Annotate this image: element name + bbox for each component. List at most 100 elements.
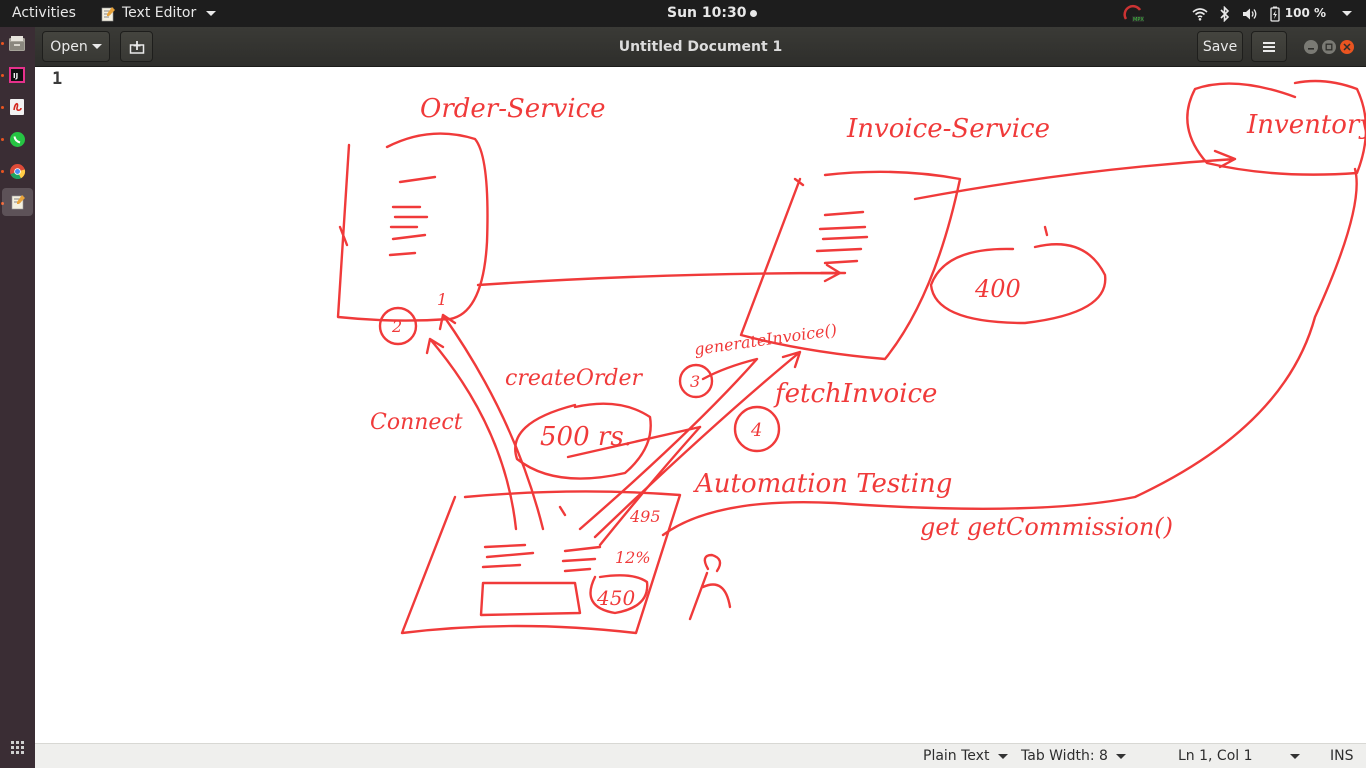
label-automation-testing: Automation Testing [693, 469, 952, 499]
circle-step-4 [733, 405, 781, 453]
arrow-order-to-invoice [476, 263, 842, 287]
label-step-1: 1 [437, 290, 447, 309]
label-get-commission: get getCommission() [920, 513, 1173, 541]
close-icon [1343, 43, 1351, 51]
minimize-button[interactable] [1304, 40, 1318, 54]
scribble-marks [338, 177, 1049, 517]
files-icon [9, 36, 25, 51]
battery-charging-icon [1270, 6, 1280, 22]
cursor-position-label: Ln 1, Col 1 [1178, 748, 1253, 764]
label-400: 400 [974, 275, 1021, 303]
dock-files[interactable] [6, 33, 28, 55]
language-selector[interactable]: Plain Text [923, 744, 1008, 768]
clock[interactable]: Sun 10:30 [667, 0, 758, 27]
arrow-fetch-invoice [593, 350, 802, 539]
client-box [400, 490, 682, 635]
show-applications-button[interactable] [11, 739, 24, 758]
close-button[interactable] [1340, 40, 1354, 54]
arrow-invoice-to-inventory [913, 149, 1237, 201]
inventory-ellipse [1186, 79, 1366, 176]
hamburger-menu-button[interactable] [1251, 31, 1287, 62]
activities-button[interactable]: Activities [12, 5, 76, 21]
arrow-connect-right [438, 313, 545, 531]
invoice-service-lines [815, 210, 869, 275]
chrome-icon [9, 163, 25, 179]
stick-person [688, 553, 732, 621]
system-tray[interactable]: MPX 100 % [1122, 0, 1352, 27]
running-indicator [1, 170, 4, 173]
label-connect: Connect [370, 410, 463, 435]
circle-step-2 [378, 306, 418, 346]
running-indicator [1, 106, 4, 109]
label-invoice-service: Invoice-Service [846, 114, 1050, 144]
svg-text:MPX: MPX [1133, 17, 1144, 23]
svg-text:IJ: IJ [13, 72, 18, 80]
language-label: Plain Text [923, 748, 990, 764]
editor-area[interactable]: 1 [35, 67, 1366, 743]
invoice-service-box [739, 170, 962, 361]
minimize-icon [1308, 48, 1314, 50]
label-inventory: Inventory [1246, 110, 1366, 140]
client-lines [481, 543, 602, 573]
label-step-2: 2 [391, 317, 402, 336]
header-bar: Open Untitled Document 1 Save [35, 27, 1366, 67]
underline-500 [566, 425, 702, 459]
cursor-position[interactable]: Ln 1, Col 1 [1178, 744, 1253, 768]
pdf-viewer-icon [10, 99, 24, 115]
dock-chrome[interactable] [6, 160, 28, 182]
save-button[interactable]: Save [1197, 31, 1243, 62]
new-document-button[interactable] [120, 31, 153, 62]
dock-jetbrains[interactable]: IJ [6, 64, 28, 86]
running-indicator [1, 42, 4, 45]
text-editor-icon [101, 6, 115, 21]
label-generate-invoice: generateInvoice() [693, 320, 838, 359]
order-service-box [336, 132, 489, 322]
battery-indicator: 100 % [1270, 0, 1326, 27]
insert-mode-indicator[interactable]: INS [1330, 748, 1354, 764]
chevron-down-icon [91, 44, 102, 49]
app-menu-label: Text Editor [122, 5, 197, 21]
running-indicator [1, 74, 4, 77]
client-button [479, 581, 582, 617]
tab-width-selector[interactable]: Tab Width: 8 [1021, 744, 1127, 768]
wifi-icon [1192, 7, 1208, 21]
arrow-generate-invoice [578, 357, 759, 531]
label-order-service: Order-Service [420, 94, 606, 124]
dock: IJ [0, 27, 35, 768]
label-495: 495 [629, 507, 661, 526]
clock-label: Sun 10:30 [667, 5, 747, 21]
arrow-connect-left [425, 337, 518, 531]
circle-400 [929, 243, 1107, 325]
hamburger-icon [1263, 41, 1275, 52]
jetbrains-icon: IJ [9, 67, 25, 83]
line-number: 1 [52, 69, 63, 89]
label-12-percent: 12% [615, 548, 651, 567]
volume-icon [1242, 8, 1257, 19]
whatsapp-icon [9, 131, 25, 147]
open-button[interactable]: Open [42, 31, 110, 62]
maximize-button[interactable] [1322, 40, 1336, 54]
running-indicator [1, 202, 4, 205]
new-tab-icon [129, 40, 144, 54]
chevron-down-icon [997, 753, 1008, 759]
label-fetch-invoice: fetchInvoice [773, 379, 937, 409]
cursor-position-menu[interactable] [1286, 744, 1300, 768]
label-amount: 500 rs. [540, 422, 632, 452]
bluetooth-icon [1220, 5, 1229, 22]
dock-text-editor[interactable] [2, 188, 33, 216]
apps-grid-icon [11, 741, 24, 754]
ellipse-500 [514, 402, 652, 480]
top-bar: Activities Text Editor Sun 10:30 MPX [0, 0, 1366, 27]
notification-dot-icon [750, 9, 758, 17]
open-button-label: Open [50, 38, 88, 55]
order-service-lines [388, 175, 437, 257]
text-editor-icon [11, 195, 25, 210]
document-title: Untitled Document 1 [618, 39, 783, 55]
chevron-down-icon [1116, 753, 1127, 759]
label-step-3: 3 [690, 372, 700, 391]
app-menu[interactable]: Text Editor [100, 0, 217, 27]
dock-whatsapp[interactable] [6, 128, 28, 150]
dock-pdf-viewer[interactable] [6, 96, 28, 118]
label-450: 450 [596, 586, 635, 610]
system-menu-chevron-icon [1342, 11, 1352, 16]
